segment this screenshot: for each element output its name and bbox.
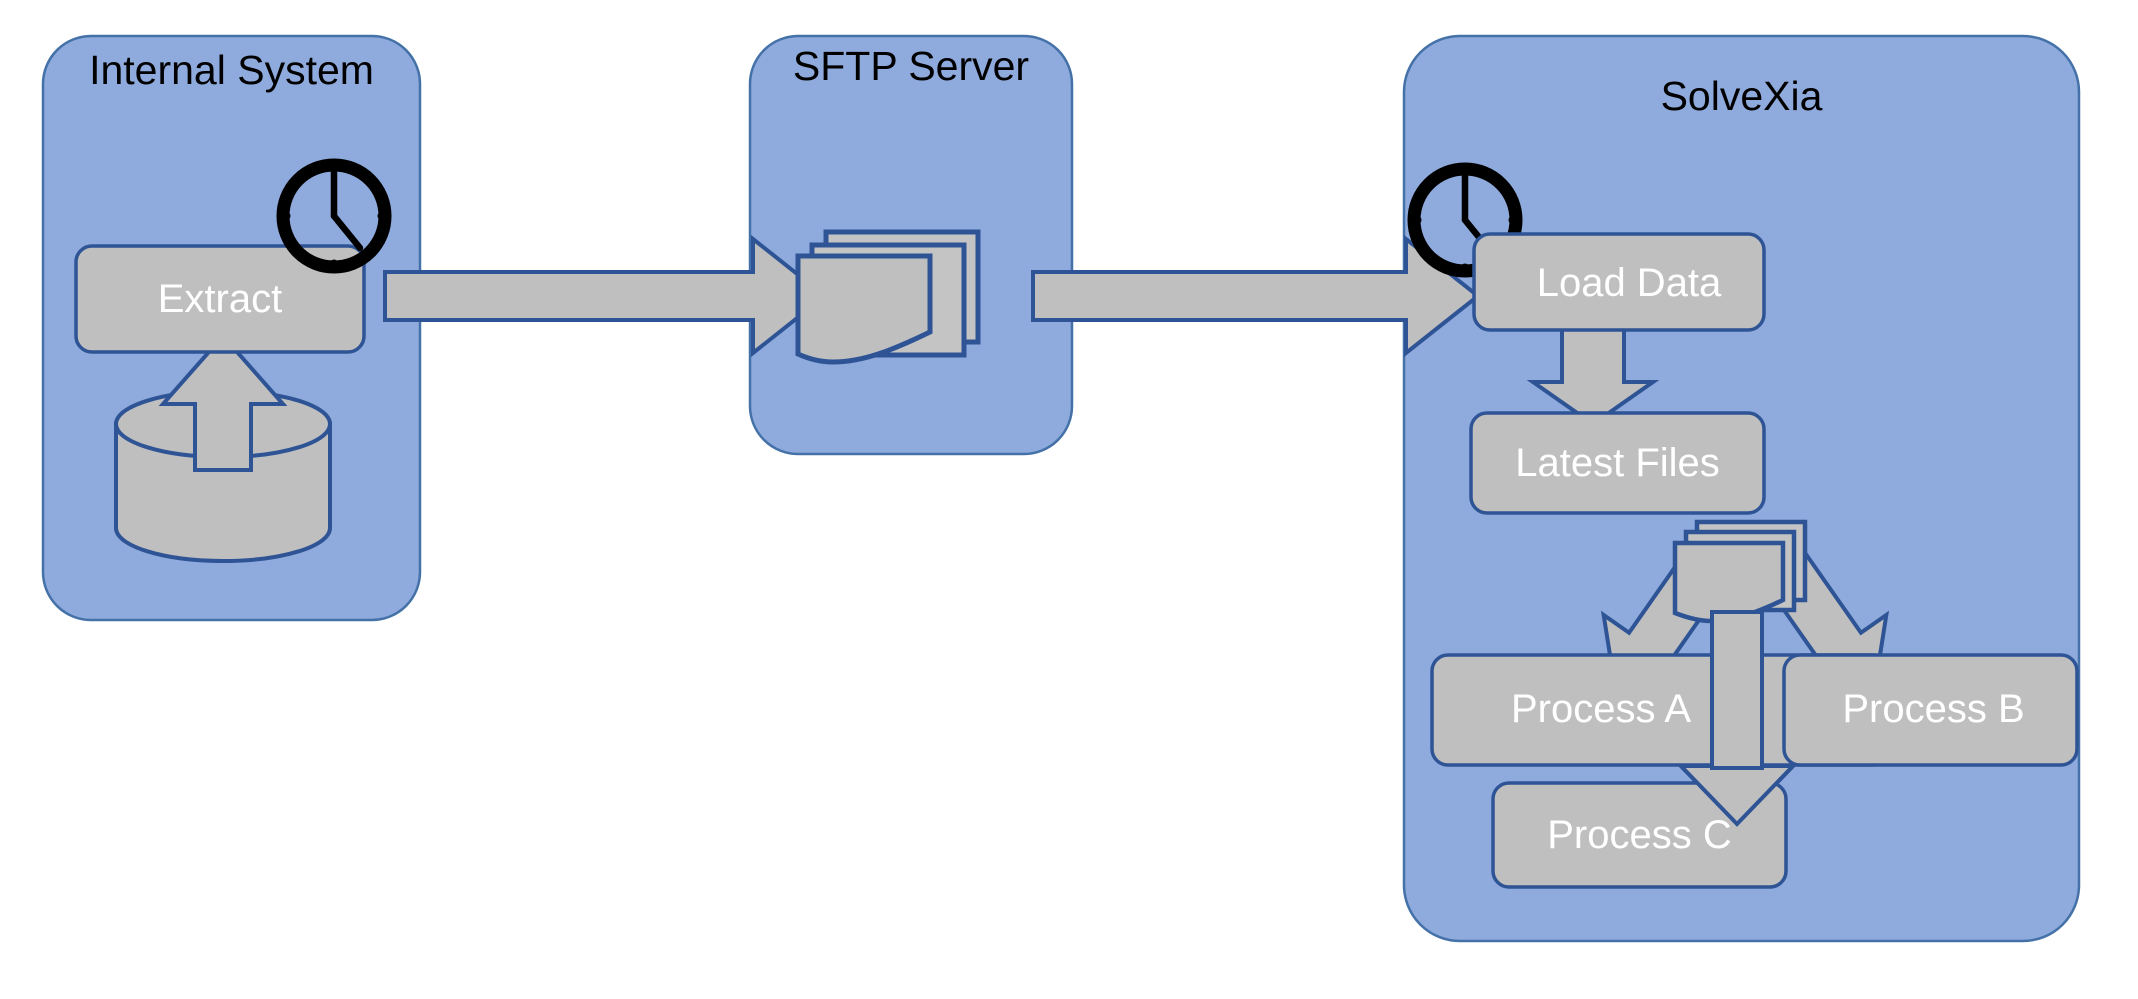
node-latest-files[interactable] xyxy=(1469,411,1766,515)
clock-icon-internal xyxy=(276,158,392,274)
panel-title-sftp-server: SFTP Server xyxy=(792,43,1030,89)
node-load-data[interactable] xyxy=(1472,232,1766,332)
arrow-up-db-to-extract xyxy=(158,332,288,472)
database-cylinder-icon xyxy=(114,389,332,563)
node-process-c[interactable] xyxy=(1491,781,1788,889)
arrow-files-to-process-c-head xyxy=(1676,764,1798,827)
arrow-sftp-to-solvexia xyxy=(1031,234,1482,358)
panel-title-solvexia: SolveXia xyxy=(1660,73,1823,119)
arrow-internal-to-sftp xyxy=(383,234,829,358)
node-process-b[interactable] xyxy=(1782,653,2079,767)
document-stack-icon-solvexia xyxy=(1672,519,1808,624)
panel-title-internal-system: Internal System xyxy=(89,47,374,93)
node-extract[interactable] xyxy=(74,244,366,354)
document-stack-icon-sftp xyxy=(795,229,981,365)
